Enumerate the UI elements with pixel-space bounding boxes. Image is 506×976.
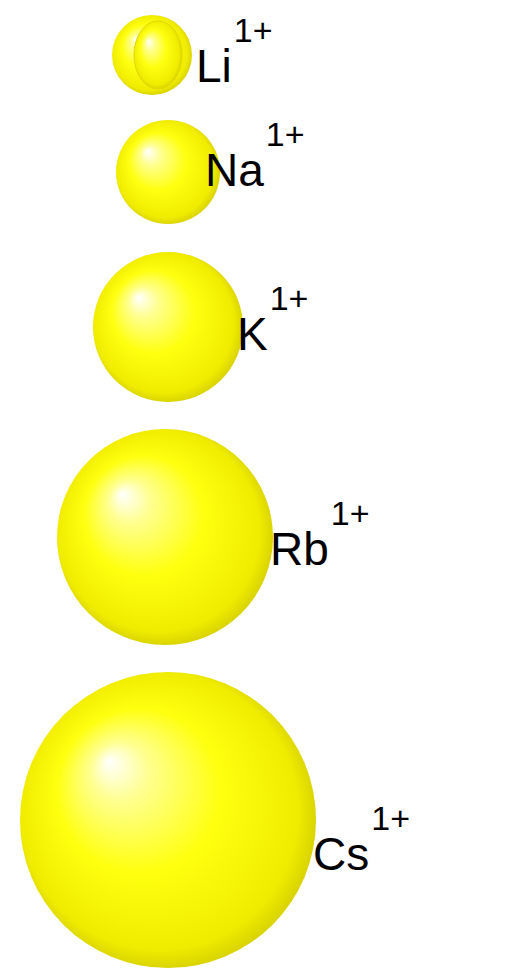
ion-sphere: Rb1+ [57,429,273,645]
element-symbol: Cs [313,831,369,877]
ion-sphere: Cs1+ [20,672,316,968]
ion-charge: 1+ [371,801,410,835]
element-symbol: Rb [270,526,329,572]
sphere-shape [112,15,192,95]
ion-charge: 1+ [270,281,309,315]
ion-charge: 1+ [234,13,273,47]
ion-sphere: K1+ [93,252,243,402]
sphere-shape [57,429,273,645]
ion-charge: 1+ [266,117,305,151]
ion-sphere: Na1+ [116,120,220,224]
sphere-shape [116,120,220,224]
element-symbol: Na [205,147,264,193]
ion-sphere: Li1+ [112,15,192,95]
ion-charge: 1+ [331,496,370,530]
element-symbol: Li [196,43,232,89]
element-symbol: K [237,311,268,357]
sphere-shape [20,672,316,968]
sphere-shape [93,252,243,402]
